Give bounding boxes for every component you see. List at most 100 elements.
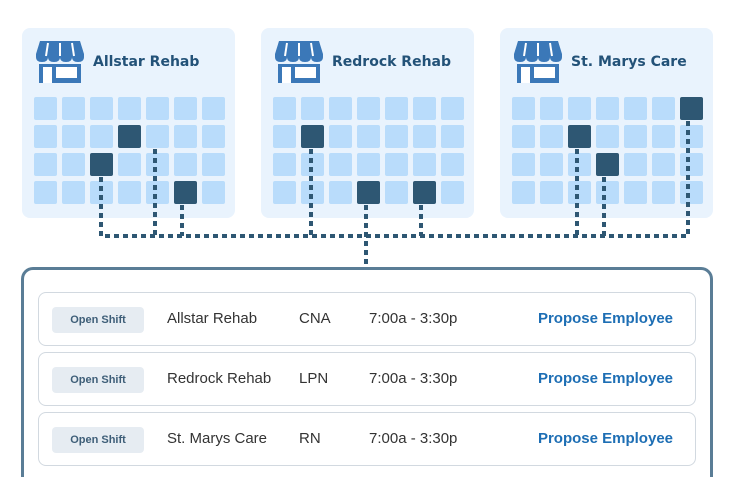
calendar-cell — [273, 125, 296, 148]
schedule-grid — [273, 97, 464, 204]
calendar-cell — [34, 153, 57, 176]
facility-header: Redrock Rehab — [274, 40, 451, 84]
calendar-cell — [652, 125, 675, 148]
shift-facility: Redrock Rehab — [167, 370, 272, 387]
calendar-cell — [680, 181, 703, 204]
calendar-cell — [34, 97, 57, 120]
calendar-cell — [540, 153, 563, 176]
calendar-cell — [90, 125, 113, 148]
calendar-cell — [357, 125, 380, 148]
calendar-cell — [174, 97, 197, 120]
calendar-cell — [413, 125, 436, 148]
facility-card-stmarys: St. Marys Care — [500, 28, 713, 218]
calendar-cell — [680, 153, 703, 176]
calendar-cell — [385, 181, 408, 204]
calendar-cell — [34, 181, 57, 204]
scheduled-shift-cell — [90, 153, 113, 176]
facility-header: Allstar Rehab — [35, 40, 199, 84]
facility-card-redrock: Redrock Rehab — [261, 28, 474, 218]
calendar-cell — [680, 125, 703, 148]
connector-line — [99, 177, 689, 238]
facility-card-allstar: Allstar Rehab — [22, 28, 235, 218]
shift-role: LPN — [299, 370, 329, 387]
calendar-cell — [62, 97, 85, 120]
facility-header: St. Marys Care — [513, 40, 687, 84]
storefront-icon — [36, 41, 84, 83]
connector-lines — [99, 121, 690, 266]
calendar-cell — [596, 181, 619, 204]
calendar-cell — [568, 97, 591, 120]
scheduled-shift-cell — [357, 181, 380, 204]
scheduled-shift-cell — [596, 153, 619, 176]
calendar-cell — [62, 153, 85, 176]
calendar-cell — [512, 153, 535, 176]
calendar-cell — [62, 181, 85, 204]
calendar-cell — [329, 153, 352, 176]
calendar-cell — [441, 97, 464, 120]
storefront-icon — [275, 41, 323, 83]
calendar-cell — [413, 153, 436, 176]
open-shifts-panel: Open Shift Allstar Rehab CNA 7:00a - 3:3… — [21, 267, 713, 477]
calendar-cell — [202, 125, 225, 148]
calendar-cell — [329, 125, 352, 148]
facility-name: Redrock Rehab — [332, 54, 452, 70]
shift-row: Open Shift St. Marys Care RN 7:00a - 3:3… — [38, 412, 696, 466]
open-shift-badge: Open Shift — [52, 427, 144, 453]
propose-employee-link[interactable]: Propose Employee — [537, 430, 673, 447]
shift-role: RN — [299, 430, 321, 447]
calendar-cell — [301, 181, 324, 204]
calendar-cell — [624, 181, 647, 204]
calendar-cell — [540, 125, 563, 148]
calendar-cell — [118, 181, 141, 204]
propose-employee-link[interactable]: Propose Employee — [537, 370, 673, 387]
shift-facility: St. Marys Care — [167, 430, 268, 447]
calendar-cell — [568, 153, 591, 176]
shift-row: Open Shift Redrock Rehab LPN 7:00a - 3:3… — [38, 352, 696, 406]
calendar-cell — [512, 125, 535, 148]
calendar-cell — [385, 153, 408, 176]
storefront-icon — [514, 41, 562, 83]
calendar-cell — [385, 125, 408, 148]
calendar-cell — [273, 97, 296, 120]
calendar-cell — [273, 181, 296, 204]
schedule-grid — [34, 97, 225, 204]
calendar-cell — [174, 153, 197, 176]
calendar-cell — [301, 97, 324, 120]
calendar-cell — [441, 153, 464, 176]
calendar-cell — [652, 97, 675, 120]
scheduled-shift-cell — [118, 125, 141, 148]
calendar-cell — [357, 97, 380, 120]
calendar-cell — [540, 181, 563, 204]
calendar-cell — [512, 97, 535, 120]
calendar-cell — [118, 97, 141, 120]
calendar-cell — [174, 125, 197, 148]
facility-name: Allstar Rehab — [93, 54, 200, 70]
calendar-cell — [624, 153, 647, 176]
calendar-cell — [596, 125, 619, 148]
calendar-cell — [441, 181, 464, 204]
calendar-cell — [441, 125, 464, 148]
calendar-cell — [652, 153, 675, 176]
calendar-cell — [146, 181, 169, 204]
calendar-cell — [118, 153, 141, 176]
shift-time: 7:00a - 3:30p — [369, 430, 458, 447]
calendar-cell — [34, 125, 57, 148]
calendar-cell — [329, 97, 352, 120]
open-shift-badge: Open Shift — [52, 367, 144, 393]
calendar-cell — [202, 153, 225, 176]
scheduled-shift-cell — [174, 181, 197, 204]
scheduled-shift-cell — [680, 97, 703, 120]
shift-row: Open Shift Allstar Rehab CNA 7:00a - 3:3… — [38, 292, 696, 346]
calendar-cell — [568, 181, 591, 204]
scheduled-shift-cell — [301, 125, 324, 148]
calendar-cell — [596, 97, 619, 120]
calendar-cell — [273, 153, 296, 176]
calendar-cell — [357, 153, 380, 176]
calendar-cell — [329, 181, 352, 204]
facility-name: St. Marys Care — [571, 54, 687, 70]
calendar-cell — [146, 153, 169, 176]
shift-time: 7:00a - 3:30p — [369, 310, 458, 327]
propose-employee-link[interactable]: Propose Employee — [537, 310, 673, 327]
scheduled-shift-cell — [413, 181, 436, 204]
scheduled-shift-cell — [568, 125, 591, 148]
